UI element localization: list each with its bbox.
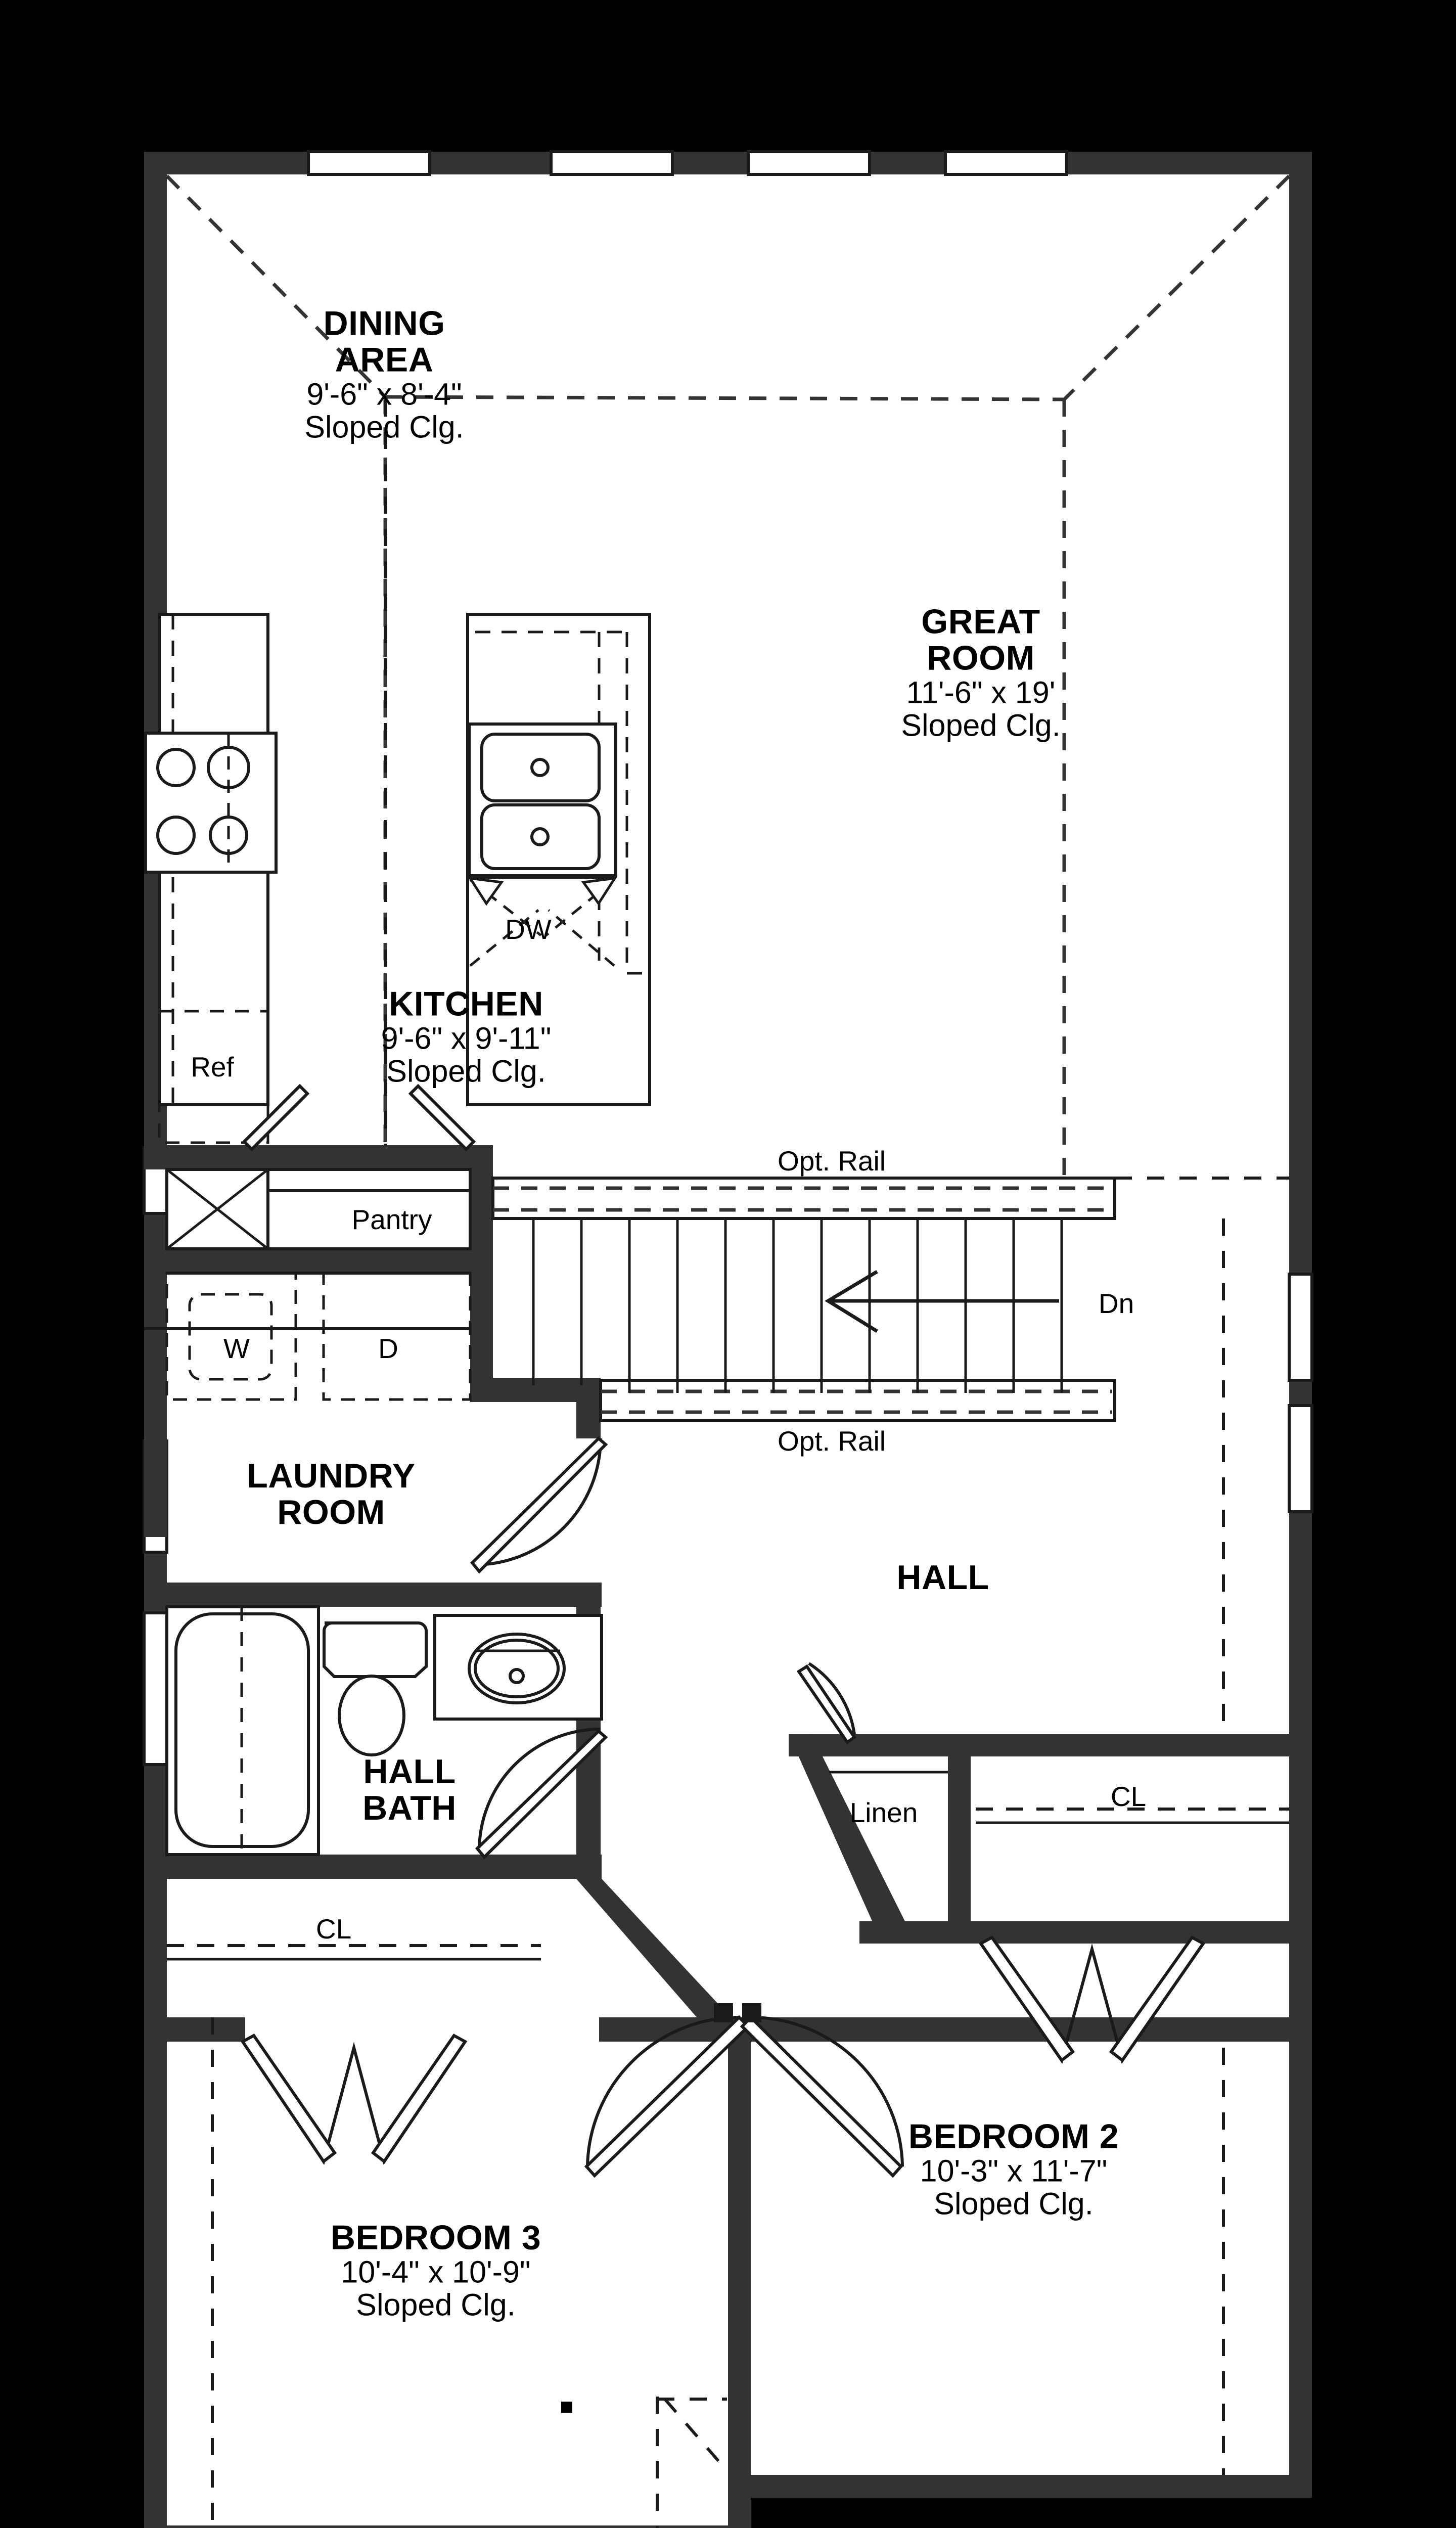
vanity-sink-icon [433, 1614, 603, 1721]
room-name-line1: LAUNDRY [247, 1456, 416, 1495]
room-ceiling-note: Sloped Clg. [304, 410, 464, 444]
room-name-line1: BEDROOM 3 [330, 2218, 541, 2257]
room-name-line2: AREA [335, 340, 434, 379]
room-label-kitchen: KITCHEN 9'-6" x 9'-11" Sloped Clg. [381, 985, 552, 1087]
hall-bath-door[interactable] [475, 1728, 608, 1860]
room-label-bedroom-3: BEDROOM 3 10'-4" x 10'-9" Sloped Clg. [331, 2219, 541, 2321]
label-stairs-down: Dn [1098, 1287, 1134, 1319]
bedroom3-knee-wall [657, 2398, 727, 2468]
linen-door[interactable] [796, 1662, 857, 1745]
top-wall-windows [307, 150, 1068, 176]
bathtub-icon [165, 1605, 320, 1856]
kitchen-sink-icon [468, 723, 617, 877]
room-dimensions: 9'-6" x 9'-11" [381, 1021, 552, 1056]
pantry-doors[interactable] [242, 1084, 476, 1152]
washer-icon [165, 1272, 297, 1401]
label-closet-bedroom3: CL [315, 1913, 352, 1945]
room-ceiling-note: Sloped Clg. [934, 2186, 1094, 2221]
room-ceiling-note: Sloped Clg. [356, 2287, 516, 2322]
right-wall-windows [1288, 1273, 1313, 1513]
room-name-line1: HALL [363, 1752, 456, 1791]
staircase [491, 1177, 1116, 1422]
label-closet-hall-right: CL [1110, 1780, 1147, 1812]
room-label-hall: HALL [896, 1559, 989, 1596]
label-dryer: D [378, 1332, 398, 1364]
room-name-line2: ROOM [277, 1493, 385, 1531]
room-label-great-room: GREAT ROOM 11'-6" x 19' Sloped Clg. [901, 603, 1060, 741]
room-name-line1: KITCHEN [389, 984, 543, 1023]
room-dimensions: 10'-3" x 11'-7" [920, 2153, 1108, 2188]
room-label-laundry-room: LAUNDRY ROOM [247, 1458, 415, 1530]
label-linen-closet: Linen [849, 1796, 918, 1828]
room-ceiling-note: Sloped Clg. [386, 1054, 546, 1089]
closet-shelf-lines [167, 1771, 1289, 1961]
door-jamb-markers [714, 2003, 761, 2022]
refrigerator-icon [158, 1010, 269, 1144]
plan-tick-mark [561, 2402, 572, 2413]
room-dimensions: 11'-6" x 19' [906, 675, 1056, 710]
label-pantry: Pantry [351, 1203, 432, 1235]
laundry-counter [144, 1272, 470, 1330]
label-opt-rail-bottom: Opt. Rail [778, 1425, 886, 1457]
label-dishwasher: DW [505, 913, 552, 945]
label-refrigerator: Ref [191, 1051, 234, 1082]
room-label-hall-bath: HALL BATH [362, 1753, 457, 1826]
room-name-line1: BEDROOM 2 [908, 2117, 1119, 2156]
bedroom-ceiling-dashes [211, 1177, 1289, 2528]
interior-walls [144, 1145, 1312, 2042]
label-opt-rail-top: Opt. Rail [778, 1145, 886, 1177]
room-dimensions: 10'-4" x 10'-9" [341, 2254, 531, 2289]
room-name-line2: ROOM [927, 639, 1035, 678]
room-name-line1: GREAT [921, 602, 1040, 641]
upper-cabinet-icon [165, 1168, 269, 1250]
laundry-door[interactable] [470, 1436, 608, 1574]
label-washer: W [223, 1332, 250, 1364]
room-label-dining-area: DINING AREA 9'-6" x 8'-4" Sloped Clg. [304, 305, 464, 443]
bedroom2-bifold-closet-doors[interactable] [978, 1935, 1206, 2064]
room-dimensions: 9'-6" x 8'-4" [306, 377, 462, 412]
bedroom2-entry-door[interactable] [740, 2015, 904, 2178]
room-label-bedroom-2: BEDROOM 2 10'-3" x 11'-7" Sloped Clg. [908, 2118, 1119, 2220]
room-name-line2: BATH [362, 1789, 457, 1827]
room-name-line1: DINING [323, 304, 445, 343]
toilet-icon [323, 1621, 428, 1756]
dishwasher-icon [468, 876, 617, 967]
room-ceiling-note: Sloped Clg. [901, 708, 1061, 743]
room-name-line1: HALL [896, 1558, 989, 1597]
stairs-direction-arrow [825, 1270, 1059, 1333]
bedroom3-bifold-closet-doors[interactable] [240, 2034, 468, 2165]
range-cooktop-icon [144, 732, 278, 874]
